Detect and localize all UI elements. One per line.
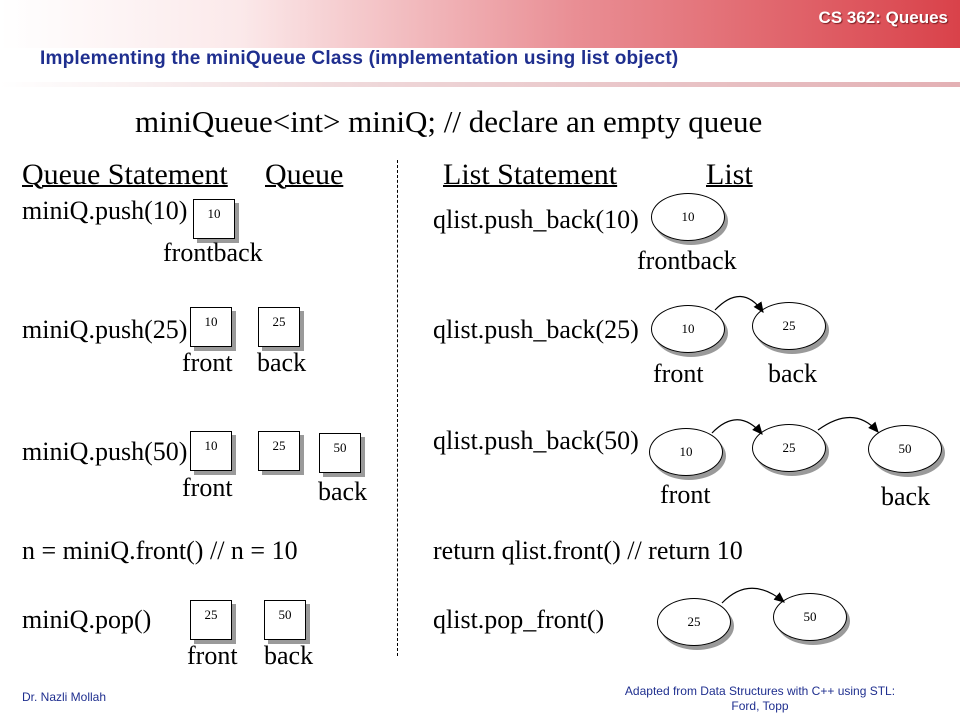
link-arrow <box>817 416 879 433</box>
credit-line-2: Ford, Topp <box>731 699 789 713</box>
queue-push25-statement: miniQ.push(25) <box>22 315 188 344</box>
list-node: 10 <box>651 193 725 241</box>
list-push50-statement: qlist.push_back(50) <box>433 426 639 455</box>
queue-box: 10 <box>190 307 232 347</box>
slide-title: Implementing the miniQueue Class (implem… <box>40 48 679 69</box>
queue-push50-statement: miniQ.push(50) <box>22 437 188 466</box>
list-front-statement: return qlist.front() // return 10 <box>433 536 743 565</box>
queue-box: 25 <box>190 600 232 640</box>
list-node: 10 <box>649 428 723 476</box>
credit-line-1: Adapted from Data Structures with C++ us… <box>624 684 896 698</box>
credit-footer: Adapted from Data Structures with C++ us… <box>600 684 920 714</box>
queue-front-label: front <box>182 348 233 377</box>
author-footer: Dr. Nazli Mollah <box>22 690 107 704</box>
link-arrow <box>714 295 764 313</box>
list-frontback-label: frontback <box>637 246 737 275</box>
list-node: 25 <box>657 598 731 646</box>
list-pop-statement: qlist.pop_front() <box>433 605 605 634</box>
list-back-label: back <box>881 482 931 511</box>
list-header: List <box>706 158 753 191</box>
queue-box: 10 <box>193 199 235 239</box>
list-front-label: front <box>660 480 711 509</box>
queue-box: 10 <box>190 431 232 471</box>
course-title: CS 362: Queues <box>818 8 948 27</box>
queue-box: 50 <box>319 433 361 473</box>
queue-front-statement: n = miniQ.front() // n = 10 <box>22 536 298 565</box>
queue-frontback-label: frontback <box>163 238 263 267</box>
list-push10-statement: qlist.push_back(10) <box>433 205 639 234</box>
list-node: 50 <box>773 593 847 641</box>
queue-header: Queue <box>265 158 344 191</box>
queue-front-label: front <box>187 641 238 670</box>
queue-back-label: back <box>264 641 314 670</box>
list-node: 25 <box>752 424 826 472</box>
declaration-statement: miniQueue<int> miniQ; // declare an empt… <box>135 104 763 139</box>
queue-front-label: front <box>182 473 233 502</box>
queue-back-label: back <box>318 477 368 506</box>
link-arrow <box>711 419 763 435</box>
queue-box: 25 <box>258 307 300 347</box>
title-rule <box>0 82 960 87</box>
list-front-label: front <box>653 359 704 388</box>
list-push25-statement: qlist.push_back(25) <box>433 315 639 344</box>
column-divider <box>397 160 398 656</box>
link-arrow <box>721 587 785 604</box>
list-statement-header: List Statement <box>443 158 618 191</box>
queue-back-label: back <box>257 348 307 377</box>
header-bar <box>0 0 960 48</box>
list-back-label: back <box>768 359 818 388</box>
queue-push10-statement: miniQ.push(10) <box>22 196 188 225</box>
list-node: 10 <box>651 305 725 353</box>
list-node: 25 <box>752 302 826 350</box>
queue-pop-statement: miniQ.pop() <box>22 605 152 634</box>
queue-box: 50 <box>264 600 306 640</box>
queue-box: 25 <box>258 431 300 471</box>
queue-statement-header: Queue Statement <box>22 158 228 191</box>
list-node: 50 <box>868 425 942 473</box>
